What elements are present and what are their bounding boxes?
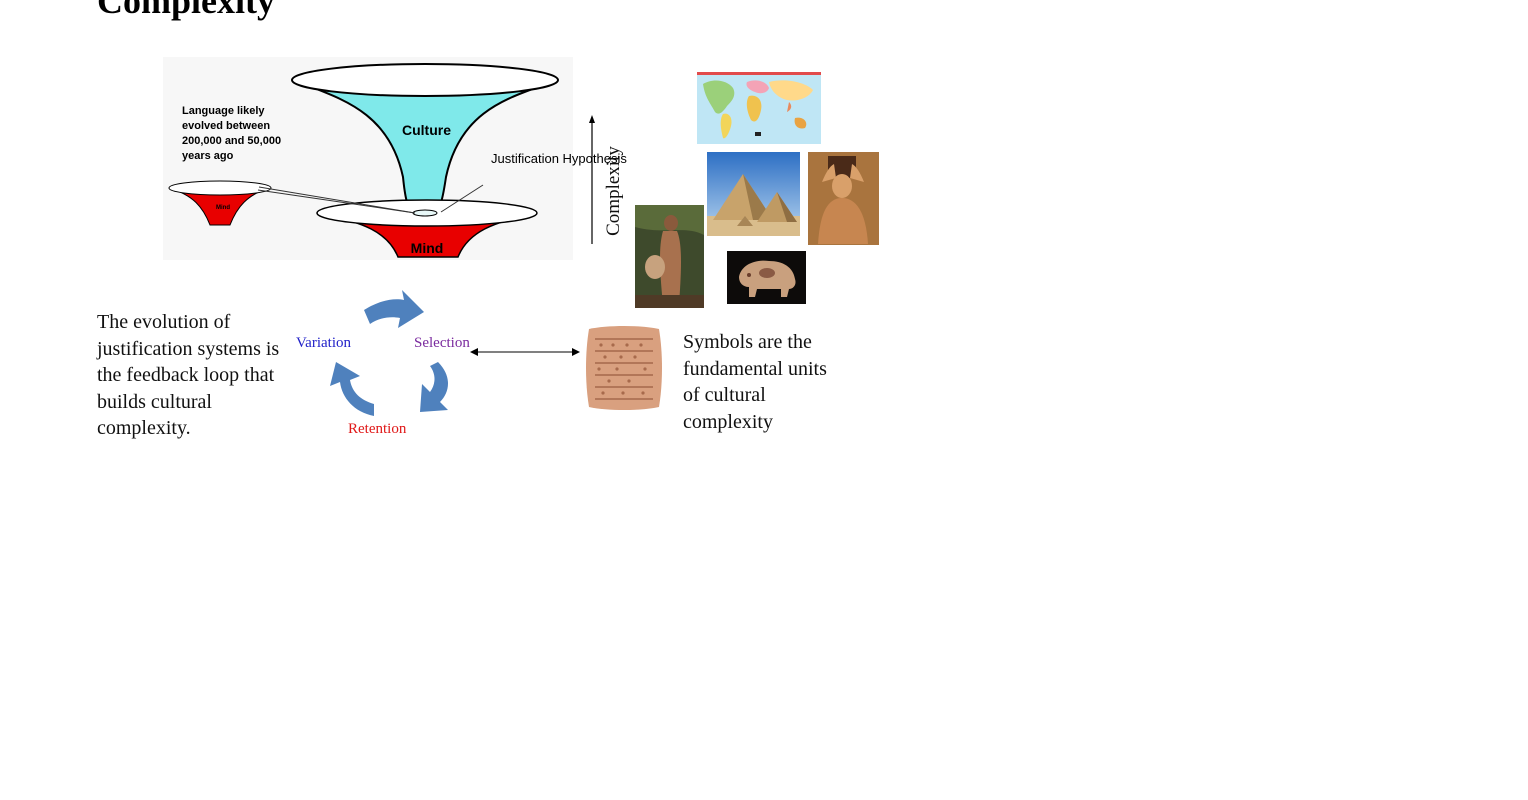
mind-small-label: Mind: [216, 205, 230, 211]
variation-label: Variation: [296, 335, 351, 351]
culture-funnel: [293, 79, 558, 214]
complexity-axis-arrow: [589, 115, 595, 244]
mammoth-carving-photo: [727, 251, 806, 304]
culture-funnel-rim: [291, 63, 559, 97]
culture-label: Culture: [402, 122, 451, 138]
feedback-cycle: [330, 290, 448, 416]
language-note: Language likely evolved between 200,000 …: [182, 105, 282, 162]
selection-label: Selection: [414, 335, 470, 351]
cycle-arrow-right: [420, 362, 448, 412]
justification-hypothesis-label: Justification Hypothesis: [491, 151, 627, 166]
clay-tablet-photo: [583, 323, 665, 413]
pyramids-photo: [707, 152, 800, 236]
double-arrow: [470, 348, 580, 356]
symbols-text: Symbols are the fundamental units of cul…: [683, 331, 827, 433]
cycle-arrow-top: [364, 290, 424, 328]
mind-bowl-small-rim: [168, 180, 272, 196]
cycle-arrow-left: [330, 362, 374, 416]
mind-big-label: Mind: [410, 240, 444, 256]
feedback-loop-text: The evolution of justification systems i…: [97, 311, 280, 439]
complexity-axis-label: Complexity: [603, 146, 624, 236]
retention-label: Retention: [348, 421, 407, 437]
funnel-diagram: [168, 63, 559, 258]
world-map-photo: [697, 72, 821, 144]
forager-photo: [635, 205, 704, 308]
funnel-neck: [412, 209, 438, 217]
slide-title: Complexity: [97, 0, 275, 21]
statue-photo: [808, 152, 879, 245]
